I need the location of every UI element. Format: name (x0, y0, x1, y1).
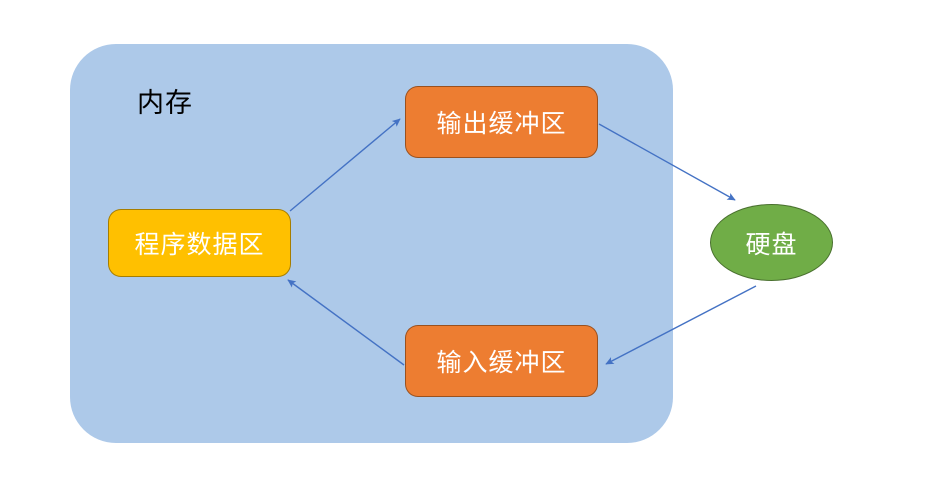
node-program-data-label: 程序数据区 (134, 231, 265, 259)
node-program-data[interactable]: 程序数据区 (108, 209, 291, 277)
node-output-buffer-label: 输出缓冲区 (436, 110, 567, 138)
node-hard-disk-label: 硬盘 (745, 230, 798, 259)
memory-region-label: 内存 (137, 88, 193, 118)
node-hard-disk[interactable]: 硬盘 (710, 204, 833, 281)
node-input-buffer[interactable]: 输入缓冲区 (405, 325, 598, 397)
node-output-buffer[interactable]: 输出缓冲区 (405, 86, 598, 158)
node-input-buffer-label: 输入缓冲区 (436, 349, 567, 377)
